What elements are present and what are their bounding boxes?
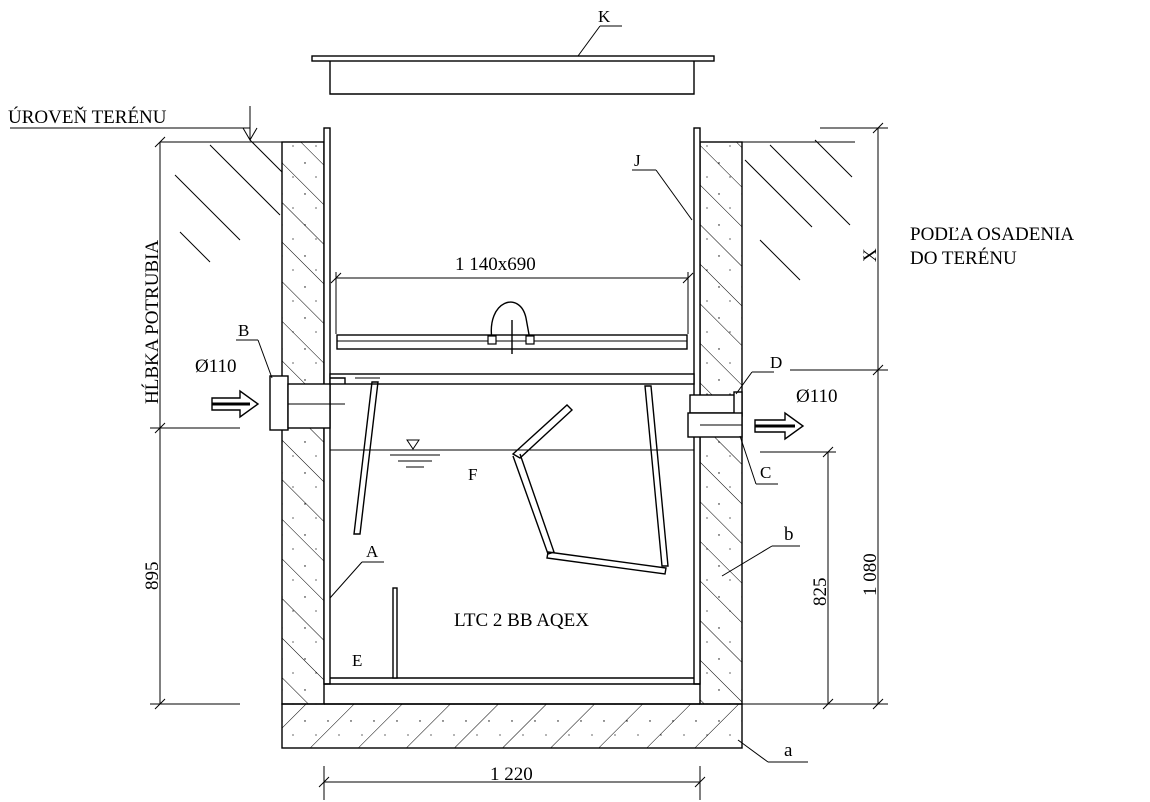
dim-left-height-label: 895: [142, 562, 163, 591]
ground-level-marker: [10, 106, 258, 141]
install-note-line1: PODĽA OSADENIA: [910, 224, 1074, 245]
part-letter-D: D: [770, 353, 782, 372]
part-letter-E: E: [352, 651, 362, 670]
part-letter-J: J: [634, 151, 641, 170]
inlet-arrow-icon: [211, 389, 260, 419]
outlet-diameter-label: Ø110: [796, 386, 838, 407]
inlet-diameter-label: Ø110: [195, 356, 237, 377]
dim-right-height-label: 1 080: [860, 553, 881, 596]
dim-inner-opening: [330, 272, 694, 334]
concrete-base-slab: [281, 703, 743, 749]
inlet-baffle-A: [353, 377, 380, 535]
dim-left: [150, 136, 240, 710]
dim-bottom: [318, 766, 706, 800]
part-letter-K: K: [598, 7, 611, 26]
part-letter-C: C: [760, 463, 771, 482]
dim-width-label: 1 220: [490, 764, 533, 785]
part-letter-A: A: [366, 542, 379, 561]
part-letter-b: b: [784, 524, 794, 545]
dim-cover-height-label: X: [860, 248, 881, 262]
dim-right: [742, 122, 888, 710]
outlet-arrow-icon: [754, 411, 805, 441]
leader-lines: [236, 25, 808, 763]
inner-frame: [329, 301, 695, 385]
inlet-pipe: [269, 375, 346, 431]
part-letter-a: a: [784, 740, 793, 761]
dim-inner-opening-label: 1 140x690: [455, 254, 536, 275]
ground-level-label: ÚROVEŇ TERÉNU: [8, 106, 167, 128]
outlet-pipe: [687, 391, 743, 438]
tank-name-label: LTC 2 BB AQEX: [454, 610, 589, 631]
soil-right: [744, 139, 853, 281]
filter-element-F: [511, 385, 669, 575]
baffle-E: [392, 587, 398, 679]
dim-water-height-label: 825: [810, 578, 831, 607]
install-note-line2: DO TERÉNU: [910, 247, 1017, 269]
part-letter-B: B: [238, 321, 249, 340]
soil-left: [174, 139, 283, 263]
part-letter-F: F: [468, 465, 477, 484]
pipe-depth-label: HĹBKA POTRUBIA: [141, 240, 163, 404]
cover-lid: [311, 55, 715, 95]
water-level: [330, 439, 694, 468]
